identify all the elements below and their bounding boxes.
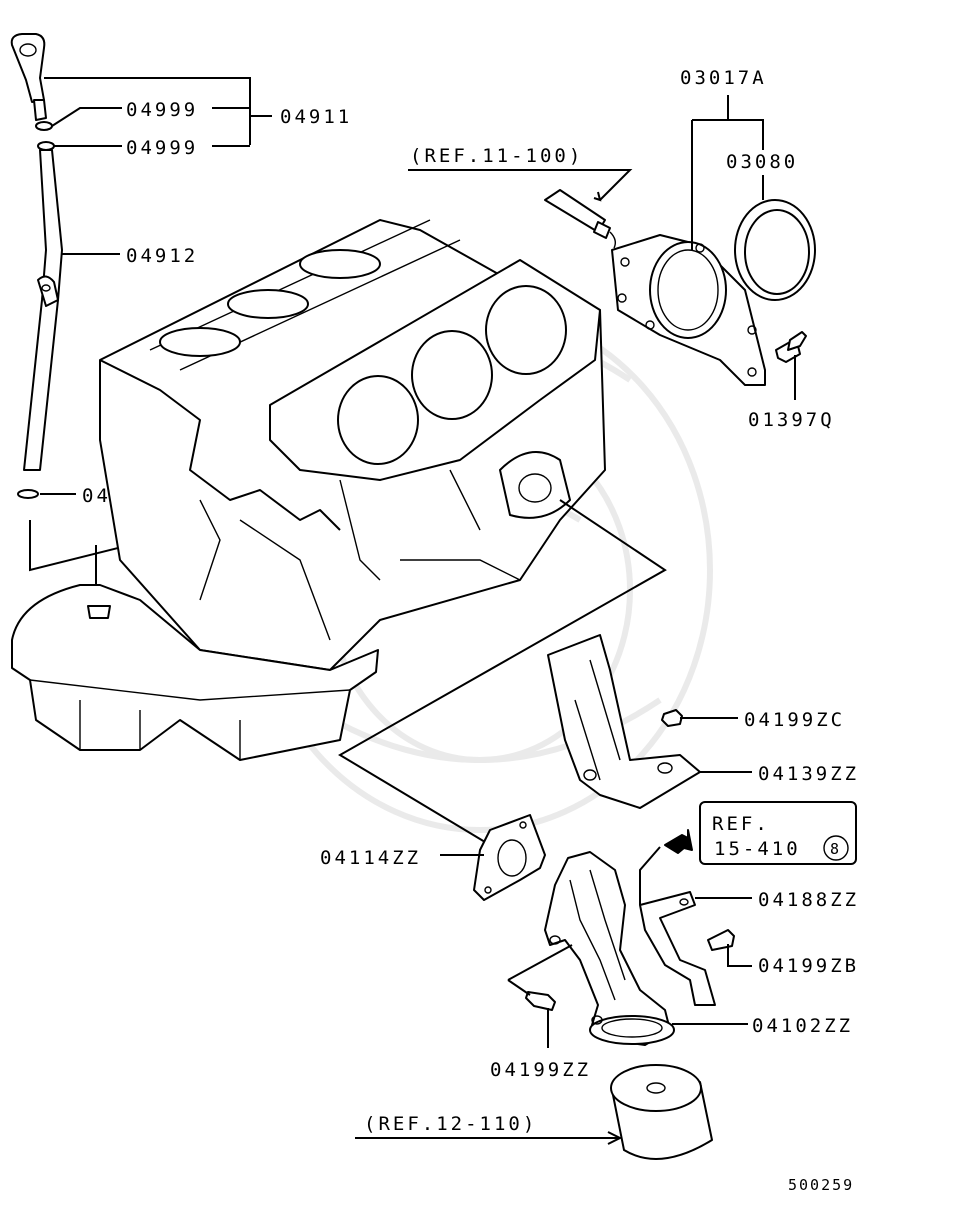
- sealant-tube: [544, 189, 617, 249]
- ref-15-410-box: [664, 801, 857, 865]
- rear-oil-seal: [734, 199, 816, 301]
- rear-seal-case: [611, 234, 766, 386]
- oil-filter: [355, 1064, 713, 1160]
- label-04199ZZ: 04199ZZ: [490, 1059, 591, 1081]
- ref-15-410-line1: REF.: [712, 813, 770, 835]
- filter-bracket-leaders: [507, 846, 752, 1048]
- diagram-id: 500259: [788, 1176, 854, 1194]
- label-03080: 03080: [726, 151, 798, 173]
- label-04999-upper: 04999: [126, 99, 198, 121]
- bolt-04199zc: [661, 709, 683, 727]
- bolt-04199zz: [525, 991, 556, 1011]
- bracket-04188zz: [639, 891, 716, 1006]
- oil-pan: [11, 584, 379, 761]
- bolt-01397q: [775, 331, 807, 363]
- label-04102ZZ: 04102ZZ: [752, 1015, 853, 1037]
- seal-leaders: [408, 95, 796, 400]
- ref-11-100: (REF.11-100): [410, 145, 583, 167]
- filter-bracket-04102zz: [544, 851, 675, 1046]
- gasket-04114zz: [440, 814, 546, 901]
- bracket-leaders: [680, 717, 752, 773]
- label-04199ZB: 04199ZB: [758, 955, 859, 977]
- label-04999-lower: 04999: [126, 137, 198, 159]
- label-03017A: 03017A: [680, 67, 767, 89]
- plane-lines: [338, 499, 667, 846]
- label-04911: 04911: [280, 106, 352, 128]
- ref-15-410-line2: 15-410: [714, 838, 801, 860]
- ref-15-410-circle: 8: [830, 840, 841, 858]
- label-04912: 04912: [126, 245, 198, 267]
- label-04114ZZ: 04114ZZ: [320, 847, 421, 869]
- label-01397Q: 01397Q: [748, 409, 835, 431]
- label-04139ZZ: 04139ZZ: [758, 763, 859, 785]
- engine-block: [99, 219, 606, 671]
- dipstick-assembly: [10, 33, 63, 499]
- label-04199ZC: 04199ZC: [744, 709, 845, 731]
- dipstick-leaders: [40, 77, 272, 495]
- label-04188ZZ: 04188ZZ: [758, 889, 859, 911]
- bolt-04199zb: [707, 929, 735, 951]
- ref-12-110: (REF.12-110): [364, 1113, 537, 1135]
